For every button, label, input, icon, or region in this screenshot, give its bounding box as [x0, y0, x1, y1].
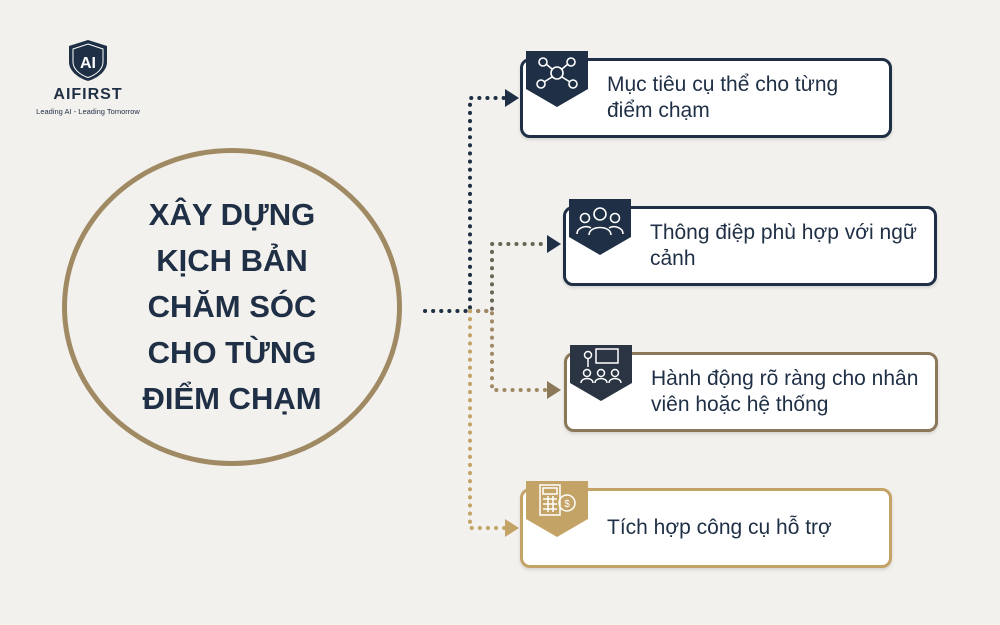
connector-3 — [468, 309, 550, 392]
connector-2 — [468, 242, 550, 313]
network-people-icon — [526, 51, 588, 107]
card-tools: $ Tích hợp công cụ hỗ trợ — [520, 481, 892, 568]
svg-text:$: $ — [564, 499, 570, 510]
meeting-presentation-icon — [570, 345, 632, 401]
card-goal: Mục tiêu cụ thể cho từng điểm chạm — [520, 51, 892, 138]
brand-tagline: Leading AI - Leading Tomorrow — [36, 107, 140, 116]
brand-name: AIFIRST — [53, 86, 123, 103]
center-circle: XÂY DỰNG KỊCH BẢN CHĂM SÓC CHO TỪNG ĐIỂM… — [62, 148, 402, 466]
arrowhead-4 — [505, 519, 519, 537]
card-tools-text: Tích hợp công cụ hỗ trợ — [607, 516, 832, 539]
card-action: Hành động rõ ràng cho nhân viên hoặc hệ … — [564, 345, 938, 432]
card-goal-text: Mục tiêu cụ thể cho từng điểm chạm — [607, 73, 839, 122]
shield-logo-icon: AI — [69, 40, 107, 81]
logo: AI AIFIRST Leading AI - Leading Tomorrow — [28, 38, 148, 116]
card-message: Thông điệp phù hợp với ngữ cảnh — [563, 199, 937, 286]
connector-1 — [423, 96, 508, 313]
group-people-icon — [569, 199, 631, 255]
arrowhead-2 — [547, 235, 561, 253]
card-action-text: Hành động rõ ràng cho nhân viên hoặc hệ … — [651, 367, 919, 416]
arrowhead-3 — [547, 381, 561, 399]
card-message-text: Thông điệp phù hợp với ngữ cảnh — [650, 221, 917, 270]
logo-mark: AI — [80, 55, 96, 72]
connector-4 — [468, 309, 508, 530]
calculator-coin-icon: $ — [526, 481, 588, 537]
center-title: XÂY DỰNG KỊCH BẢN CHĂM SÓC CHO TỪNG ĐIỂM… — [142, 197, 322, 416]
arrowhead-1 — [505, 89, 519, 107]
